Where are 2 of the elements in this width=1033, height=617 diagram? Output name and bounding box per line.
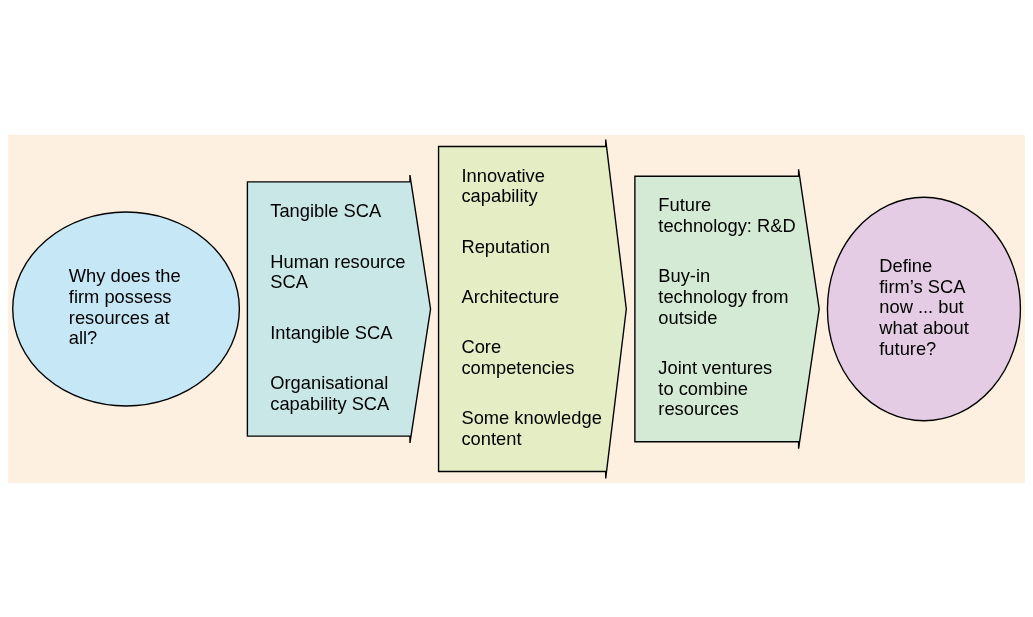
node-ellipse: Define firm’s SCA now ... but what about future? xyxy=(826,196,1022,421)
node-ellipse: Why does the firm possess resources at all? xyxy=(12,210,241,407)
